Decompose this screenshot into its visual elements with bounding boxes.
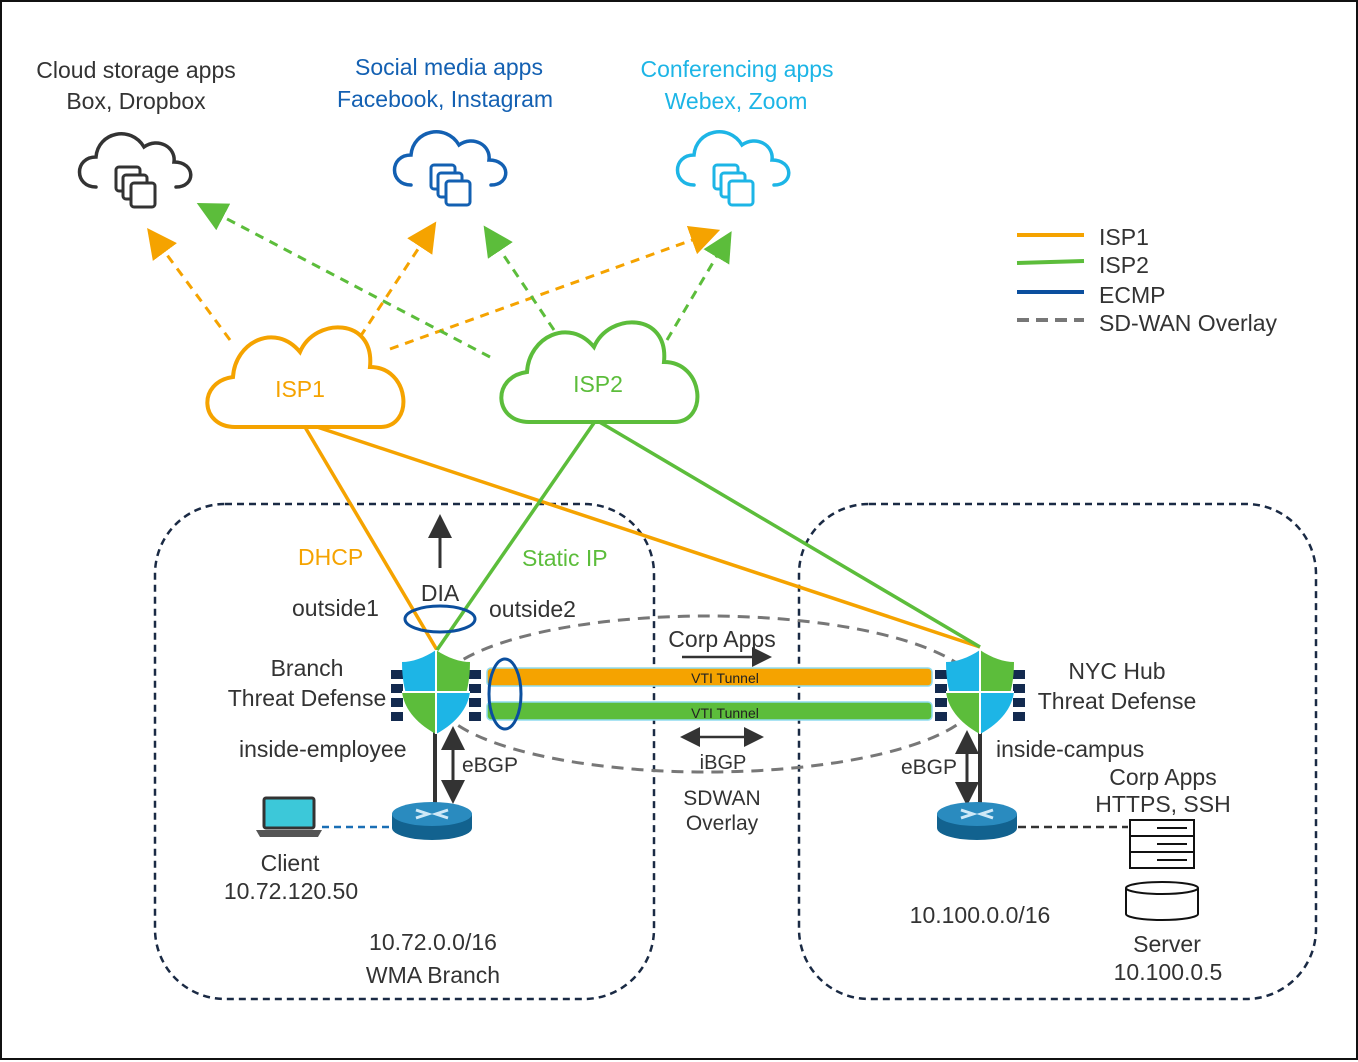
hub-corp-apps-label: Corp Apps: [1109, 764, 1216, 790]
vti-tunnel-1-label: VTI Tunnel: [691, 670, 759, 686]
legend-isp1: ISP1: [1099, 224, 1149, 250]
outside1-label: outside1: [292, 595, 379, 621]
hub-corp-apps-protocols: HTTPS, SSH: [1095, 791, 1230, 817]
social-media-subtitle: Facebook, Instagram: [337, 86, 553, 112]
hub-device-label-1: NYC Hub: [1068, 658, 1165, 684]
social-media-title: Social media apps: [355, 54, 543, 80]
conferencing-title: Conferencing apps: [640, 56, 833, 82]
hub-threat-defense-icon: [934, 649, 1026, 735]
legend-isp2: ISP2: [1099, 252, 1149, 278]
client-ip: 10.72.120.50: [224, 878, 358, 904]
sdwan-label-2: Overlay: [686, 812, 759, 835]
ibgp-label: iBGP: [700, 752, 747, 774]
isp1-label: ISP1: [275, 376, 325, 402]
sdwan-label-1: SDWAN: [683, 787, 760, 810]
vti-tunnel-2-label: VTI Tunnel: [691, 705, 759, 721]
inside-campus-label: inside-campus: [996, 736, 1144, 762]
isp2-links: [435, 418, 981, 651]
server-ip: 10.100.0.5: [1114, 959, 1223, 985]
inside-employee-label: inside-employee: [239, 736, 406, 762]
vti-tunnel-isp2: [486, 701, 933, 721]
laptop-icon: [256, 796, 322, 837]
vti-tunnel-isp1: [486, 667, 933, 687]
branch-device-label-1: Branch: [271, 655, 344, 681]
cloud-storage-subtitle: Box, Dropbox: [66, 88, 206, 114]
legend-sdwan-overlay: SD-WAN Overlay: [1099, 310, 1278, 336]
legend: ISP1 ISP2 ECMP SD-WAN Overlay: [1016, 224, 1278, 336]
corp-apps-overlay-label: Corp Apps: [668, 626, 775, 652]
hub-network: 10.100.0.0/16: [910, 902, 1051, 928]
server-rack-icon: [1129, 819, 1195, 869]
branch-router-icon: [390, 800, 474, 842]
branch-ebgp-label: eBGP: [462, 754, 518, 777]
hub-router-icon: [935, 800, 1019, 842]
static-ip-label: Static IP: [522, 545, 608, 571]
branch-threat-defense-icon: [390, 649, 482, 735]
dia-label: DIA: [421, 580, 460, 606]
hub-device-label-2: Threat Defense: [1038, 688, 1197, 714]
server-label: Server: [1133, 931, 1201, 957]
isp1-dia-arrows: [147, 221, 721, 351]
legend-ecmp: ECMP: [1099, 282, 1165, 308]
isp1-links: [300, 420, 981, 651]
dhcp-label: DHCP: [298, 544, 363, 570]
branch-site-name: WMA Branch: [366, 962, 500, 988]
hub-ebgp-label: eBGP: [901, 756, 957, 779]
database-icon: [1125, 881, 1199, 921]
social-media-icon: [392, 130, 508, 207]
branch-device-label-2: Threat Defense: [228, 685, 387, 711]
isp2-dia-arrows: [196, 203, 732, 359]
ecmp-tunnel-ellipse: [487, 657, 523, 731]
outside2-label: outside2: [489, 596, 576, 622]
hub-site-boundary: [797, 502, 1318, 1001]
branch-network: 10.72.0.0/16: [369, 929, 497, 955]
conferencing-icon: [675, 130, 791, 207]
cloud-storage-icon: [77, 132, 193, 209]
cloud-storage-title: Cloud storage apps: [36, 57, 235, 83]
ecmp-dia-ellipse: [403, 604, 477, 634]
isp2-label: ISP2: [573, 371, 623, 397]
conferencing-subtitle: Webex, Zoom: [665, 88, 808, 114]
client-label: Client: [261, 850, 320, 876]
